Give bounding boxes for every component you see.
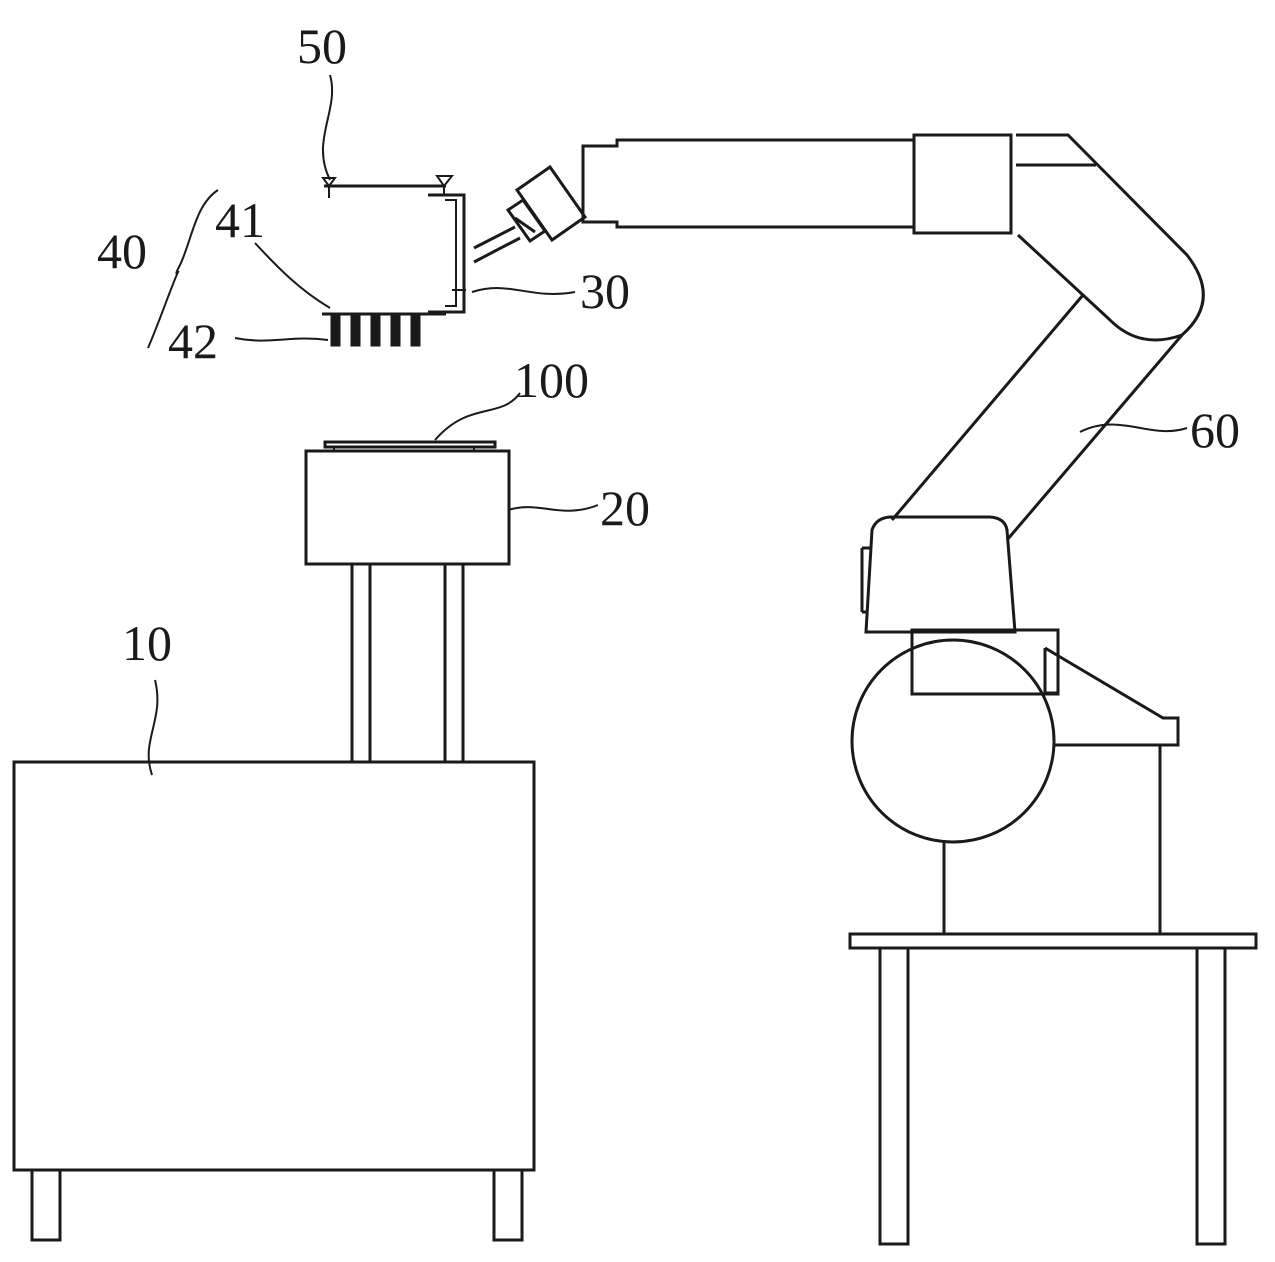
label-robot-arm: 60 (1190, 402, 1240, 458)
mount-bracket (428, 193, 466, 314)
label-sensor: 50 (297, 18, 347, 74)
label-mount-bracket: 30 (580, 263, 630, 319)
nozzle (330, 315, 341, 347)
dispensing-assembly (322, 312, 446, 347)
nozzle (350, 315, 361, 347)
label-support-box: 20 (600, 480, 650, 536)
reference-labels: 10 20 100 60 30 50 40 41 42 (97, 18, 1240, 671)
robot-arm (473, 133, 1205, 844)
sensor-bar (321, 175, 455, 198)
leader-lines (147, 74, 1188, 776)
support-box (304, 449, 511, 566)
nozzle (370, 315, 381, 347)
support-posts (350, 562, 465, 764)
label-workbench: 10 (122, 615, 172, 671)
label-nozzles: 42 (168, 313, 218, 369)
workbench (12, 760, 536, 1242)
workpiece-plate (323, 440, 497, 451)
label-dispensing-assembly: 40 (97, 223, 147, 279)
nozzle (390, 315, 401, 347)
label-workpiece: 100 (514, 352, 589, 408)
robot-table (848, 745, 1258, 1246)
nozzle (410, 315, 421, 347)
label-nozzle-bar: 41 (215, 192, 265, 248)
